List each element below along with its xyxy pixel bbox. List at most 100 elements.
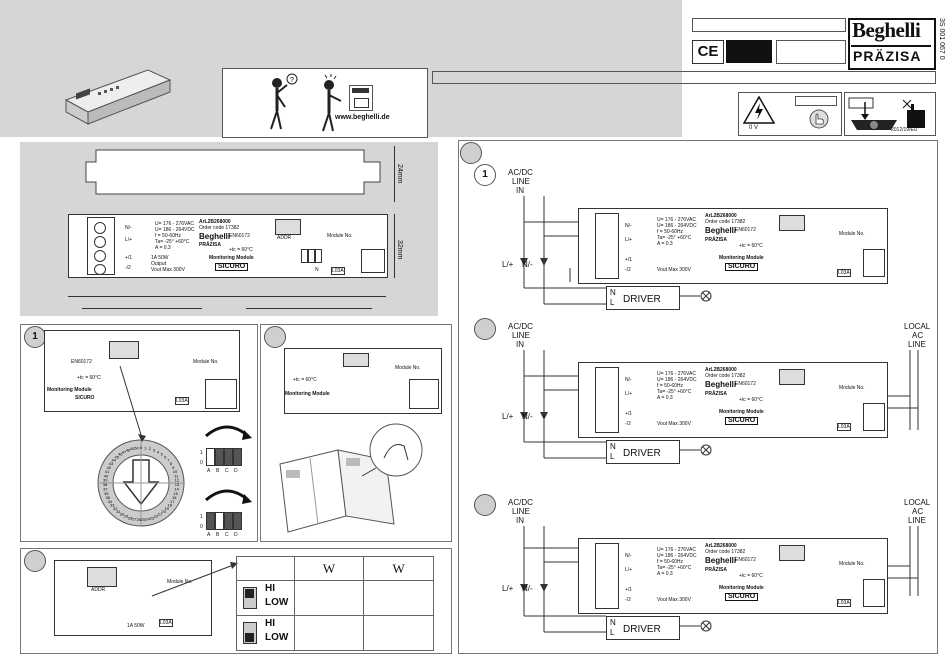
mod-u2: U= 186 - 264VDC	[155, 227, 195, 233]
d3-u2: U= 186 - 264VDC	[657, 553, 697, 559]
d3-lplus: L/+	[502, 584, 514, 593]
diagram3-circle	[474, 494, 496, 516]
dial-number: 19	[165, 506, 170, 511]
d2-f: f = 50-60Hz	[657, 383, 683, 389]
d1-a: A = 0.3	[657, 241, 673, 247]
d3-en: EN60172	[735, 557, 756, 563]
step3-addr-label: ADDR	[91, 587, 106, 593]
d2-l: L/+	[625, 391, 633, 397]
d2-term	[595, 367, 619, 433]
d2-1: +/1	[625, 411, 633, 417]
mod-logo: SICURO	[215, 263, 249, 271]
d2-title: Monitoring Module	[719, 409, 764, 415]
d2-tc: +tc = 60°C	[739, 397, 763, 403]
dial-number: 38	[103, 482, 108, 487]
d1-acdc: AC/DC	[508, 168, 533, 177]
hand-press-icon	[809, 109, 829, 129]
d3-1: +/1	[625, 587, 633, 593]
wiring-panel-circle	[460, 142, 482, 164]
mod-addr: ADDR	[277, 235, 292, 241]
dip-switches	[301, 249, 329, 263]
dial-number: 4	[157, 449, 160, 454]
d2-acdc: AC/DC	[508, 322, 533, 331]
d3-nminus: N/-	[522, 584, 533, 593]
ce-badge: CE	[692, 40, 724, 64]
voltage-warning-icon	[743, 96, 775, 124]
dial-number: 5	[161, 452, 164, 457]
dip-illustration-1	[202, 424, 252, 448]
d2-aclin: LINE	[908, 340, 926, 349]
mini-field	[795, 96, 837, 106]
terminal-block	[87, 217, 115, 275]
pointer-arrow	[119, 365, 146, 442]
dip2-label-0: 0	[200, 524, 203, 530]
d3-term	[595, 543, 619, 609]
dim-32mm: 32mm	[396, 240, 403, 260]
d2-outterm	[863, 403, 885, 431]
mod-a: A = 0.3	[155, 245, 171, 251]
d1-driver-l: L	[610, 298, 615, 307]
mod-l: L/+	[125, 237, 133, 243]
d3-brand: Beghelli	[705, 556, 737, 565]
step3-ma: 1A 50W	[127, 623, 145, 629]
d3-loca: L03A	[837, 599, 851, 607]
dial-number: 36	[104, 491, 109, 496]
mod-title: Monitoring Module	[209, 255, 254, 261]
d3-logo: SICURO	[725, 593, 759, 601]
d3-acdc: AC/DC	[508, 498, 533, 507]
svg-text:?: ?	[290, 77, 294, 84]
dial-number: 26	[137, 517, 142, 522]
mod-code: ArL2B268000	[199, 219, 231, 225]
dial-number: 46	[118, 452, 123, 457]
dial-number: 21	[158, 512, 163, 517]
d2-local: LOCAL	[904, 322, 931, 331]
d2-driver-l: L	[610, 452, 615, 461]
brand-logo: Beghelli	[852, 18, 921, 42]
d1-2: -/2	[625, 267, 631, 273]
step3-module: Module No. ADDR L03A 1A 50W	[54, 560, 212, 636]
dial-number: 32	[113, 506, 118, 511]
dip1-a: A	[207, 468, 211, 474]
col-w2: W	[363, 556, 434, 581]
dim-line-top	[394, 146, 395, 202]
d3-driver-n: N	[610, 618, 616, 627]
dial-number: 13	[175, 482, 180, 487]
dial-number: 7	[167, 458, 170, 463]
d2-ac: AC	[912, 331, 924, 340]
dial-number: 31	[116, 509, 121, 514]
step1-modno: Module No.	[193, 359, 219, 365]
mod-n: N/-	[125, 225, 132, 231]
dial-number: 27	[132, 516, 137, 521]
dip2-a: A	[207, 532, 211, 538]
website-label: www.beghelli.de	[335, 114, 390, 121]
d3-ac: AC	[912, 507, 924, 516]
d3-modno: Module No.	[839, 561, 865, 567]
step2-title: Monitoring Module	[285, 391, 330, 397]
confused-person-icon: ?	[270, 73, 298, 130]
low-label-1: LOW	[265, 597, 289, 608]
dip1-c: C	[225, 468, 229, 474]
dim-line-right	[394, 214, 395, 278]
manual-sheet-illustration	[279, 423, 423, 533]
booklet-icon	[349, 85, 373, 111]
dial-number: 44	[111, 458, 116, 463]
d1-loca: L03A	[837, 269, 851, 277]
d3-local: LOCAL	[904, 498, 931, 507]
d3-module: N/- L/+ +/1 -/2 U= 176 - 276VAC U= 186 -…	[578, 538, 888, 614]
step1-loca: L03A	[175, 397, 189, 405]
d2-addr	[779, 369, 805, 385]
dip1-b: B	[216, 468, 220, 474]
dim-line-bottom-2	[82, 308, 202, 309]
d1-in: IN	[516, 186, 524, 195]
dial-number: 39	[103, 478, 108, 483]
mod-brand: Beghelli	[199, 232, 231, 241]
step1-addr	[109, 341, 139, 359]
dial-number: 40	[104, 473, 109, 478]
d2-modno: Module No.	[839, 385, 865, 391]
d1-order: Order code 17382	[705, 219, 746, 225]
dip2-label-1: 1	[200, 514, 203, 520]
dial-number: 15	[173, 491, 178, 496]
d3-vout: Vout Max 300V	[657, 597, 691, 603]
d2-logo: SICURO	[725, 417, 759, 425]
